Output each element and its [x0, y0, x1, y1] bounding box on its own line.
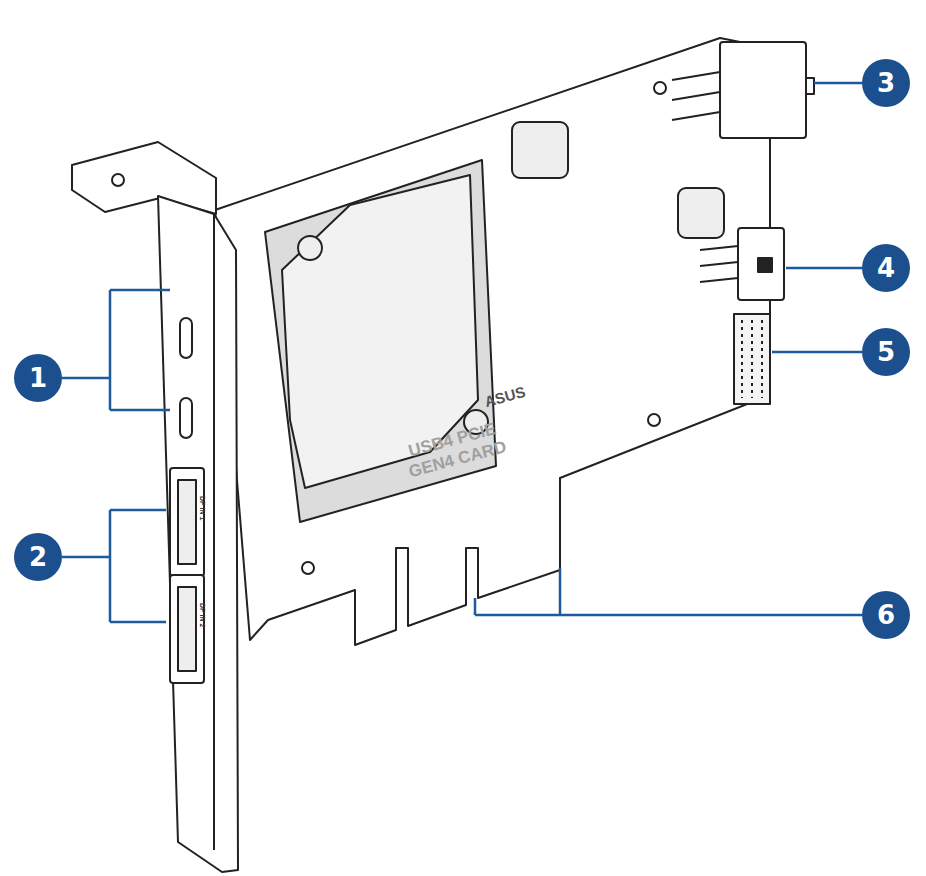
connector-pins [700, 246, 738, 282]
callout-number: 3 [862, 59, 910, 107]
mount-hole [302, 562, 314, 574]
callout-number: 1 [14, 354, 62, 402]
screw [298, 236, 322, 260]
dp-port-inner [178, 587, 196, 671]
latch [806, 78, 814, 94]
usb-c-port [180, 398, 192, 438]
callout-number: 5 [862, 328, 910, 376]
port-label: DP IN 1 [199, 496, 206, 520]
usb-c-port [180, 318, 192, 358]
connector-key [758, 258, 772, 272]
bracket-tab [72, 142, 216, 214]
mount-hole [648, 414, 660, 426]
mount-hole [654, 82, 666, 94]
dp-port-inner [178, 480, 196, 564]
chip [512, 122, 568, 178]
connector-pins [672, 72, 720, 120]
leader-lines [62, 83, 862, 622]
pin-header [734, 314, 770, 404]
screw-slot [112, 174, 124, 186]
callout-number: 2 [14, 533, 62, 581]
pcb [215, 38, 770, 645]
callout-number: 4 [862, 244, 910, 292]
pins [742, 320, 762, 398]
chip [678, 188, 724, 238]
bracket [158, 196, 238, 872]
power-connector [720, 42, 806, 138]
header-connector [738, 228, 784, 300]
dp-port [170, 575, 204, 683]
callout-number: 6 [862, 591, 910, 639]
dp-port [170, 468, 204, 576]
port-label: DP IN 2 [199, 603, 206, 627]
